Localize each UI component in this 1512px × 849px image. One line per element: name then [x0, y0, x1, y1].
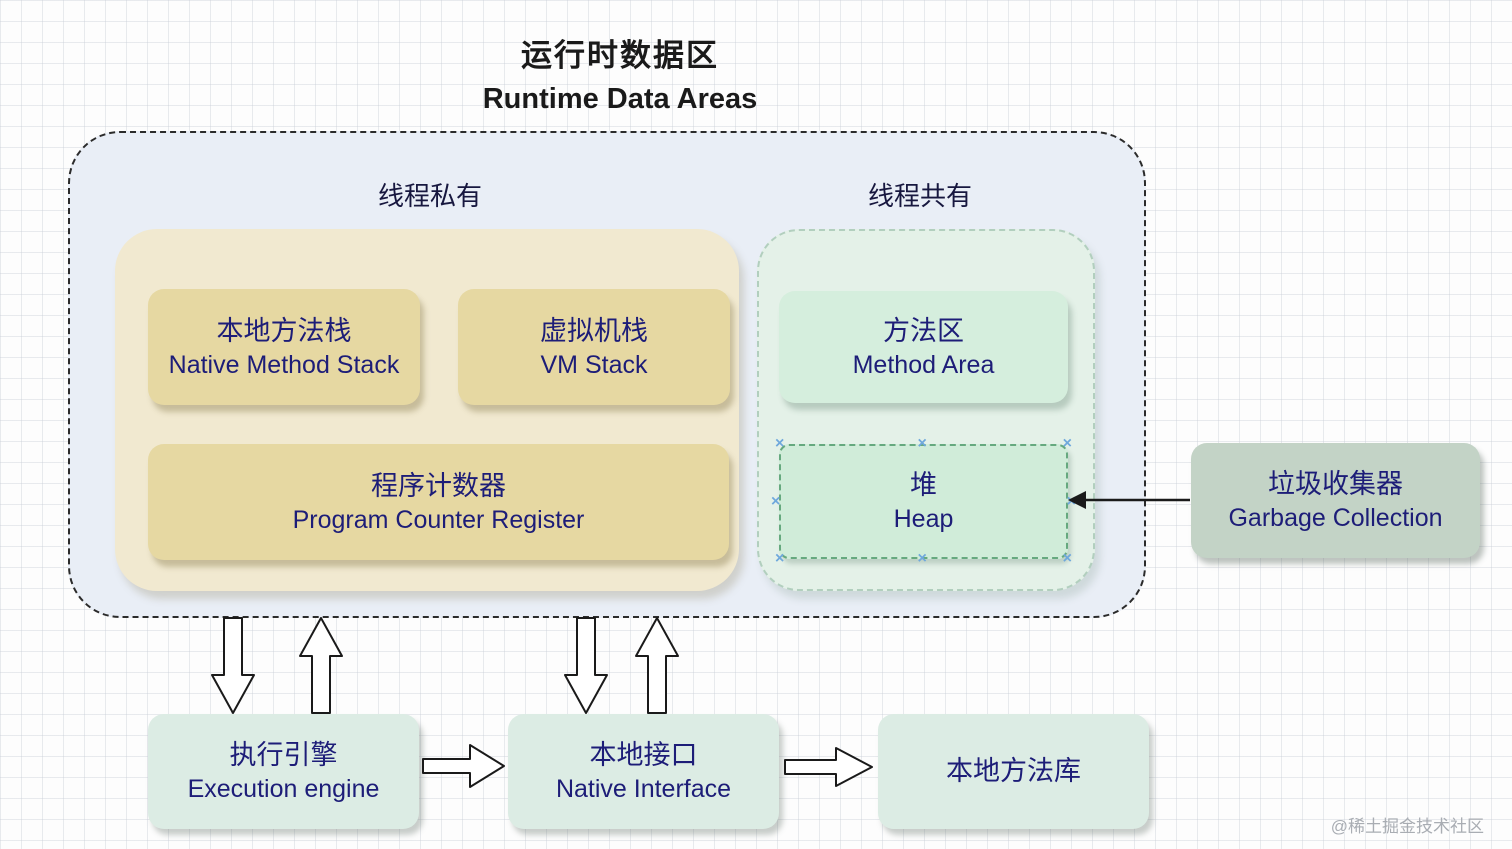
heap-label-en: Heap: [893, 505, 954, 534]
program-counter-register-label-zh: 程序计数器: [371, 470, 506, 501]
diagram-title: 运行时数据区 Runtime Data Areas: [320, 30, 920, 116]
vm-stack-box: 虚拟机栈 VM Stack: [458, 289, 730, 405]
heap-box: 堆 Heap × × × × × × × ×: [771, 436, 1076, 567]
diagram-title-zh: 运行时数据区: [521, 38, 719, 73]
execution-engine-label-en: Execution engine: [187, 775, 380, 804]
method-area-label-en: Method Area: [852, 350, 995, 379]
watermark: @稀土掘金技术社区: [1330, 817, 1484, 836]
arrow-down-to-execution-engine-icon: [211, 617, 255, 714]
program-counter-register-label-en: Program Counter Register: [292, 505, 585, 534]
thread-shared-label: 线程共有: [867, 181, 972, 211]
execution-engine-label-zh: 执行引擎: [229, 740, 338, 771]
native-interface-label-zh: 本地接口: [589, 740, 698, 771]
vm-stack-label-en: VM Stack: [540, 350, 648, 379]
garbage-collection-label-en: Garbage Collection: [1228, 504, 1443, 533]
method-area-label-zh: 方法区: [883, 315, 964, 346]
native-method-stack-box: 本地方法栈 Native Method Stack: [148, 289, 420, 405]
arrow-up-from-native-interface-icon: [635, 617, 679, 714]
arrow-right-engine-to-interface-icon: [422, 744, 505, 788]
garbage-collection-box: 垃圾收集器 Garbage Collection: [1191, 443, 1480, 558]
native-interface-box: 本地接口 Native Interface: [508, 714, 779, 829]
native-method-library-box: 本地方法库: [878, 714, 1149, 829]
method-area-box: 方法区 Method Area: [779, 291, 1068, 403]
vm-stack-label-zh: 虚拟机栈: [540, 315, 648, 346]
gc-to-heap-arrow-icon: [1068, 491, 1190, 509]
diagram-title-en: Runtime Data Areas: [482, 83, 758, 115]
execution-engine-box: 执行引擎 Execution engine: [148, 714, 419, 829]
arrow-right-interface-to-library-icon: [784, 747, 873, 787]
arrow-up-from-execution-engine-icon: [299, 617, 343, 714]
thread-private-label: 线程私有: [377, 181, 482, 211]
arrow-down-to-native-interface-icon: [564, 617, 608, 714]
native-method-stack-label-zh: 本地方法栈: [216, 315, 352, 346]
garbage-collection-label-zh: 垃圾收集器: [1268, 469, 1403, 500]
heap-label-zh: 堆: [910, 470, 937, 501]
native-interface-label-en: Native Interface: [555, 775, 732, 804]
native-method-library-label-zh: 本地方法库: [946, 755, 1081, 786]
native-method-stack-label-en: Native Method Stack: [168, 350, 400, 379]
program-counter-register-box: 程序计数器 Program Counter Register: [148, 444, 729, 560]
